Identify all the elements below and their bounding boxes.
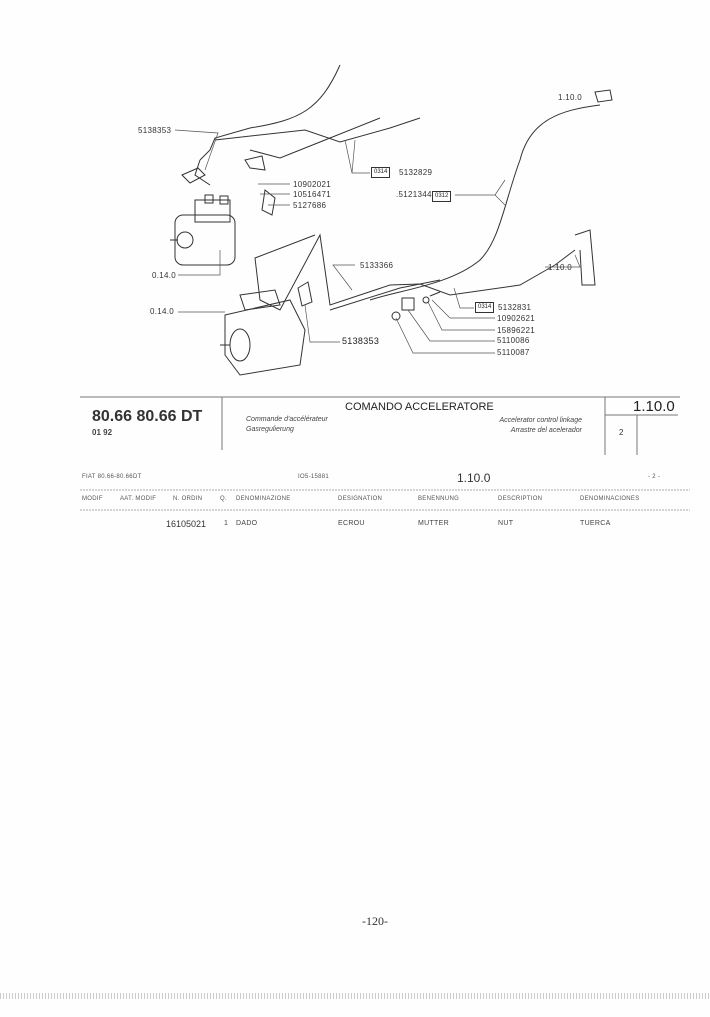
section-number: 1.10.0 [633, 398, 675, 415]
col-benennung: BENENNUNG [418, 496, 460, 502]
cell-benennung: MUTTER [418, 520, 449, 527]
title-french: Commande d'accélérateur [246, 416, 328, 423]
part-label: 5132829 [399, 168, 433, 177]
col-aat-modif: AAT. MODIF [120, 496, 157, 502]
part-label: 10902621 [497, 314, 535, 323]
lower-injection-pump [220, 289, 306, 376]
table-page: - 2 - [648, 474, 661, 480]
title-english: Accelerator control linkage [499, 417, 583, 424]
part-label: 5138353 [138, 126, 172, 135]
part-label: 10516471 [293, 190, 331, 199]
clip-5138353-top [181, 167, 206, 184]
ref-box: 0312 [432, 191, 452, 202]
ref-box: 0314 [371, 167, 391, 178]
bracket [401, 297, 415, 311]
ref-label: 1.10.0 [558, 93, 583, 102]
title-spanish: Arrastre del acelerador [510, 427, 582, 434]
upper-injection-pump [170, 194, 236, 266]
cell-designation: ECROU [338, 520, 365, 527]
ref-label: 0.14.0 [150, 307, 175, 316]
clip-5138353-bottom [297, 281, 313, 307]
col-denominazione: DENOMINAZIONE [236, 496, 291, 502]
cell-description: NUT [498, 520, 514, 527]
part-label: 5110086 [497, 336, 530, 345]
sheet-number: 2 [619, 428, 624, 437]
col-denominaciones: DENOMINACIONES [580, 496, 640, 502]
cell-denominazione: DADO [236, 520, 258, 527]
col-modif: MODIF [82, 496, 103, 502]
cell-denominaciones: TUERCA [580, 520, 611, 527]
part-label: .5121344 [396, 190, 432, 199]
table-model: FIAT 80.66-80.66DT [82, 474, 142, 480]
part-label: 5127686 [293, 201, 327, 210]
col-q: Q. [220, 496, 227, 502]
part-label: 10902021 [293, 180, 331, 189]
upper-rod [214, 117, 421, 143]
upper-cable [199, 64, 341, 161]
ref-label: 0.14.0 [152, 271, 177, 280]
part-label: 5110087 [497, 348, 530, 357]
page-number: -120- [362, 914, 388, 928]
part-label: 5132831 [498, 303, 532, 312]
col-n-ordin: N. ORDIN [173, 496, 203, 502]
cell-n-ordin: 16105021 [166, 519, 207, 529]
title-italian: COMANDO ACCELERATORE [345, 401, 494, 413]
col-designation: DESIGNATION [338, 496, 383, 502]
issue-date: 01 92 [92, 428, 113, 437]
ref-label: 1.10.0 [548, 263, 573, 272]
title-german: Gasregulierung [246, 426, 294, 433]
col-description: DESCRIPTION [498, 496, 543, 502]
part-label: 15896221 [497, 326, 535, 335]
ref-box: 0314 [475, 302, 495, 313]
cell-q: 1 [224, 520, 229, 527]
table-code: IO5-15881 [298, 474, 330, 480]
model-name: 80.66 80.66 DT [92, 408, 203, 425]
part-label: 5133366 [360, 261, 394, 270]
part-label: 5138353 [342, 336, 380, 346]
table-section: 1.10.0 [457, 471, 491, 485]
